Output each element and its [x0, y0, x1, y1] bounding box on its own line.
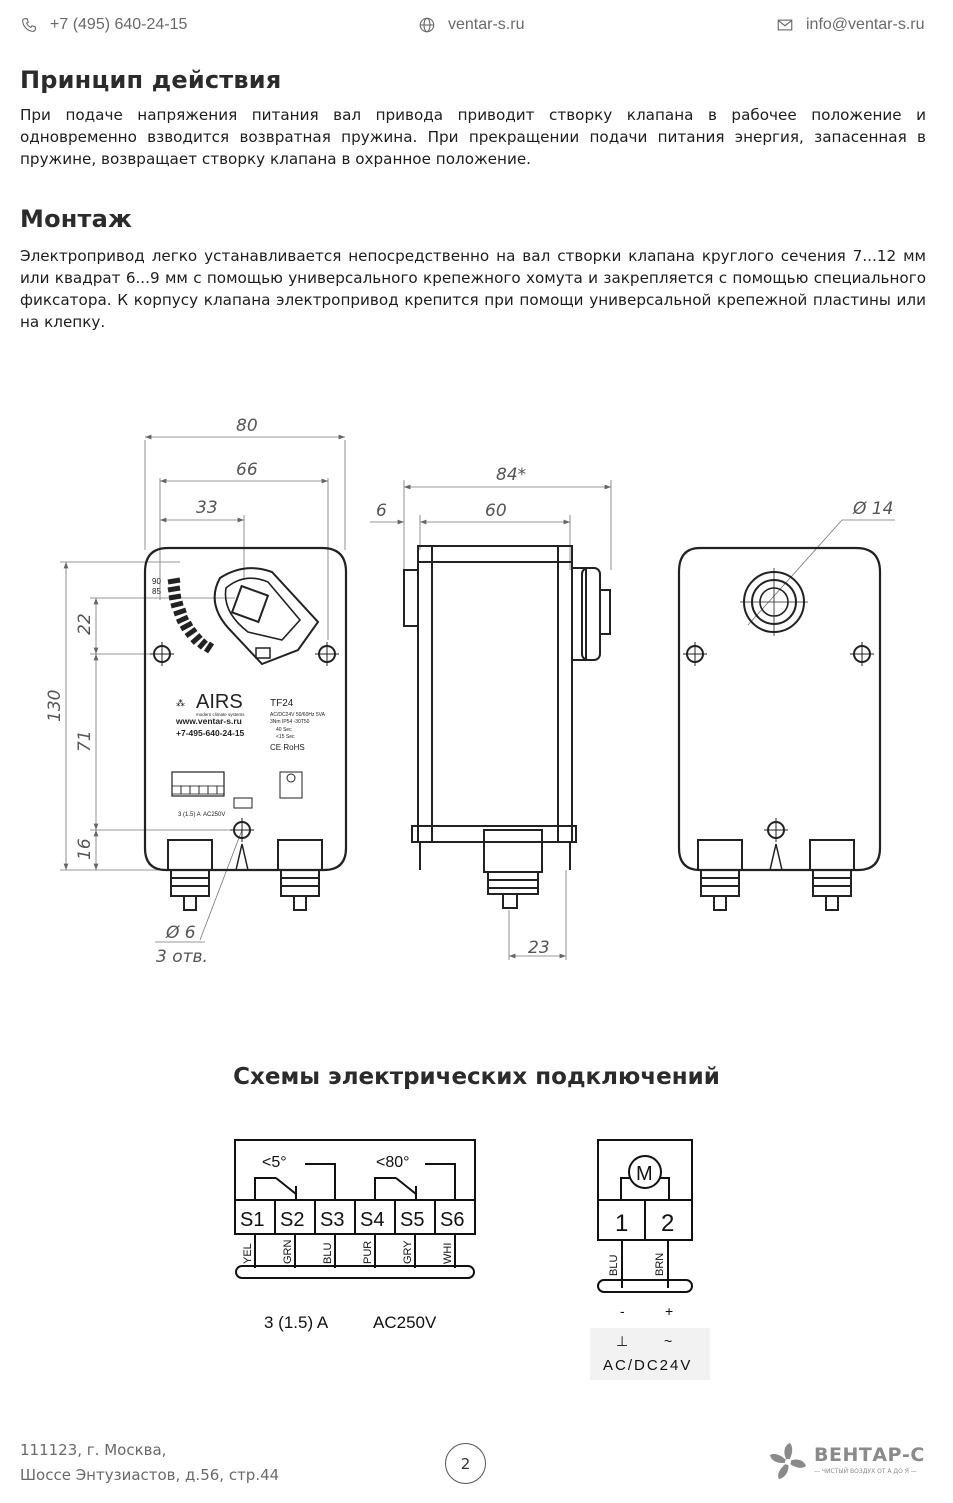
- page-number: 2: [445, 1443, 486, 1484]
- header-site[interactable]: ventar-s.ru: [418, 16, 524, 34]
- dim-hole-diameter: Ø 6: [165, 923, 196, 943]
- dim-66: 66: [236, 460, 258, 480]
- dim-holes-count: 3 отв.: [156, 947, 208, 967]
- device-rating: 3 (1.5) A: [178, 812, 201, 818]
- scale-90-label: 90: [152, 577, 161, 586]
- ground-symbol: ⊥: [616, 1333, 628, 1349]
- wire-grn: GRN: [282, 1240, 294, 1265]
- logo-name: ВЕНТАР-С: [814, 1444, 925, 1466]
- device-spec-1: AC/DC24V 50/60Hz 5VA: [270, 712, 326, 718]
- switch-angle-1: <5°: [262, 1154, 287, 1171]
- mounting-text: Электропривод легко устанавливается непо…: [20, 247, 926, 331]
- mounting-title: Монтаж: [20, 205, 133, 233]
- wiring-schemes: <5° <80° S1 S2 S3 S4 S5 S6 YEL GRN BLU P…: [0, 1130, 953, 1390]
- drawing-svg: 80 66 33 84* 6 60 Ø 14 23 Ø 6 3 отв. 130…: [45, 416, 895, 967]
- terminal-s3: S3: [320, 1209, 344, 1231]
- motor-wire-blu: BLU: [608, 1255, 620, 1276]
- device-brand: AIRS: [196, 691, 243, 713]
- schemes-svg: <5° <80° S1 S2 S3 S4 S5 S6 YEL GRN BLU P…: [234, 1139, 710, 1380]
- dim-22: 22: [75, 613, 95, 635]
- dim-71: 71: [75, 730, 95, 752]
- device-ac: AC250V: [203, 812, 225, 818]
- device-phone: +7-495-640-24-15: [176, 728, 245, 738]
- motor-wire-brn: BRN: [654, 1253, 666, 1276]
- dim-6: 6: [376, 501, 387, 521]
- page-header: +7 (495) 640-24-15 ventar-s.ru info@vent…: [0, 16, 953, 42]
- back-view: [677, 546, 882, 911]
- mail-icon: [777, 19, 793, 31]
- terminal-s4: S4: [360, 1209, 384, 1231]
- switch-voltage: AC250V: [373, 1313, 437, 1332]
- device-site: www.ventar-s.ru: [175, 716, 242, 726]
- device-certs: CE RoHS: [270, 743, 305, 752]
- dim-14: Ø 14: [852, 499, 893, 519]
- terminal-s6: S6: [440, 1209, 464, 1231]
- front-view: 90 85 ⁂ AIRS modern climate systems www.…: [143, 546, 348, 911]
- dim-16: 16: [75, 838, 95, 860]
- header-phone[interactable]: +7 (495) 640-24-15: [20, 16, 187, 34]
- motor-sign-plus: +: [665, 1303, 673, 1319]
- principle-text: При подаче напряжения питания вал привод…: [20, 106, 926, 168]
- dim-130: 130: [45, 690, 65, 722]
- logo-slogan: — ЧИСТЫЙ ВОЗДУХ ОТ А ДО Я —: [814, 1468, 917, 1475]
- motor-symbol: M: [636, 1163, 653, 1185]
- device-spec-2: 3Nm IP54 -30T50: [270, 719, 310, 725]
- dim-33: 33: [196, 498, 218, 518]
- terminal-s1: S1: [240, 1209, 264, 1231]
- switch-angle-2: <80°: [376, 1154, 410, 1171]
- device-spec-4: <15 Sec: [276, 734, 295, 740]
- ac-symbol: ~: [664, 1333, 672, 1349]
- terminal-s2: S2: [280, 1209, 304, 1231]
- principle-title: Принцип действия: [20, 66, 282, 94]
- header-email[interactable]: info@ventar-s.ru: [776, 16, 925, 34]
- device-model: TF24: [270, 698, 294, 709]
- dim-23: 23: [528, 938, 550, 958]
- wire-yel: YEL: [242, 1243, 254, 1264]
- email-text: info@ventar-s.ru: [806, 16, 925, 33]
- motor-terminal-1: 1: [615, 1210, 628, 1237]
- switch-scheme: [234, 1139, 476, 1279]
- dim-80: 80: [236, 416, 258, 436]
- device-brand-sub: modern climate systems: [196, 712, 245, 717]
- phone-icon: [22, 18, 36, 32]
- dim-84: 84*: [496, 465, 526, 485]
- globe-icon: [419, 17, 435, 33]
- motor-scheme: [597, 1139, 693, 1293]
- fan-logo-icon: [770, 1443, 806, 1479]
- scale-85-label: 85: [152, 587, 161, 596]
- ventar-logo[interactable]: ВЕНТАР-С — ЧИСТЫЙ ВОЗДУХ ОТ А ДО Я —: [766, 1440, 931, 1484]
- motor-voltage: AC/DC24V: [603, 1357, 692, 1374]
- technical-drawing: 80 66 33 84* 6 60 Ø 14 23 Ø 6 3 отв. 130…: [0, 400, 953, 1000]
- wire-blu: BLU: [322, 1243, 334, 1264]
- phone-text: +7 (495) 640-24-15: [50, 16, 188, 33]
- airs-logo-dots-icon: ⁂: [176, 698, 185, 708]
- footer-address: 111123, г. Москва, Шоссе Энтузиастов, д.…: [20, 1438, 279, 1488]
- wire-whi: WHI: [442, 1243, 454, 1264]
- schemes-title: Схемы электрических подключений: [233, 1064, 720, 1090]
- motor-sign-minus: -: [620, 1303, 625, 1319]
- address-line-1: 111123, г. Москва,: [20, 1441, 167, 1459]
- site-text: ventar-s.ru: [448, 16, 525, 33]
- side-view: [403, 545, 611, 909]
- motor-terminal-2: 2: [661, 1210, 674, 1237]
- switch-rating: 3 (1.5) A: [264, 1313, 329, 1332]
- device-spec-3: 40 Sec: [276, 727, 292, 733]
- motor-supply-box: [590, 1328, 710, 1380]
- address-line-2: Шоссе Энтузиастов, д.56, стр.44: [20, 1466, 280, 1484]
- terminal-s5: S5: [400, 1209, 424, 1231]
- dim-60: 60: [485, 501, 507, 521]
- wire-gry: GRY: [402, 1240, 414, 1264]
- wire-pur: PUR: [362, 1241, 374, 1264]
